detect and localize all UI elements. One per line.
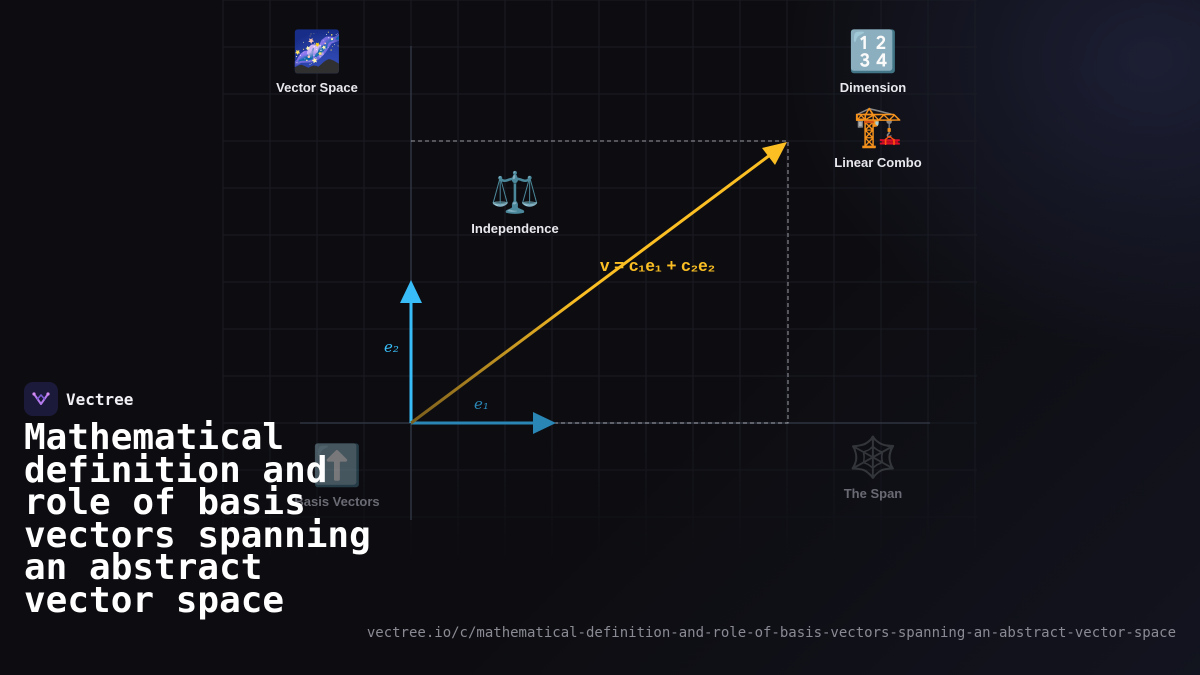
e1-label: e₁: [474, 395, 489, 413]
concept-the-span: 🕸️ The Span: [844, 436, 903, 501]
page-title: Mathematical definition and role of basi…: [24, 417, 371, 621]
brand: Vectree: [24, 382, 133, 416]
e2-arrow-head: [400, 280, 422, 303]
branching-vector-icon: [24, 382, 58, 416]
e2-label: e₂: [384, 338, 399, 356]
concept-label: Dimension: [839, 80, 907, 95]
concept-dimension: 🔢 Dimension: [840, 30, 906, 95]
e1-arrow-head: [533, 412, 556, 434]
brand-name: Vectree: [66, 389, 134, 409]
numbers-icon: 🔢: [848, 29, 898, 75]
v-arrow-shaft: [410, 153, 771, 425]
concept-label: Vector Space: [276, 80, 358, 95]
v-arrow-head: [762, 142, 787, 165]
concept-label: The Span: [843, 486, 903, 501]
concept-vector-space: 🌌 Vector Space: [276, 30, 358, 95]
span-box: [411, 140, 789, 424]
spider-web-icon: 🕸️: [848, 435, 898, 481]
concept-basis-vectors: ⬆️ Basis Vectors: [294, 444, 379, 509]
up-arrow-icon: ⬆️: [312, 443, 362, 489]
crane-icon: 🏗️: [853, 104, 903, 150]
concept-label: Basis Vectors: [294, 494, 380, 509]
concept-linear-combo: 🏗️ Linear Combo: [834, 105, 921, 170]
linear-combination-formula: v = c₁e₁ + c₂e₂: [600, 256, 716, 275]
page-url[interactable]: vectree.io/c/mathematical-definition-and…: [366, 625, 1176, 641]
balance-scale-icon: ⚖️: [490, 170, 540, 216]
concept-label: Linear Combo: [834, 155, 922, 170]
galaxy-icon: 🌌: [292, 29, 342, 75]
concept-label: Independence: [471, 221, 559, 236]
concept-independence: ⚖️ Independence: [471, 171, 558, 236]
